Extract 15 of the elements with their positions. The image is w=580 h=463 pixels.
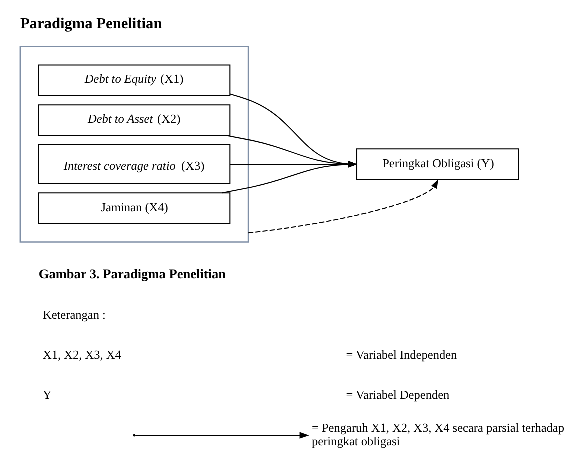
node-box: Debt to Equity (X1) [38, 64, 231, 96]
node-box: Peringkat Obligasi (Y) [356, 148, 520, 180]
label: = Variabel Dependen [346, 387, 450, 402]
label: Y [42, 387, 52, 402]
diagram-title: Paradigma Penelitian [20, 14, 162, 32]
node-box: Debt to Asset (X2) [38, 104, 231, 136]
legend-label: = Pengaruh X1, X2, X3, X4 secara parsial terhadap peringkat obligasi [312, 420, 564, 448]
label: Keterangan : [42, 308, 106, 322]
label: X1, X2, X3, X4 [42, 347, 122, 362]
node-box: Interest coverage ratio (X3) [38, 144, 231, 184]
arrow [248, 178, 439, 234]
node-box: Jaminan (X4) [38, 192, 231, 224]
cluster [20, 46, 250, 242]
caption: Gambar 3. Paradigma Penelitian [38, 266, 226, 281]
label: = Variabel Independen [346, 347, 458, 362]
